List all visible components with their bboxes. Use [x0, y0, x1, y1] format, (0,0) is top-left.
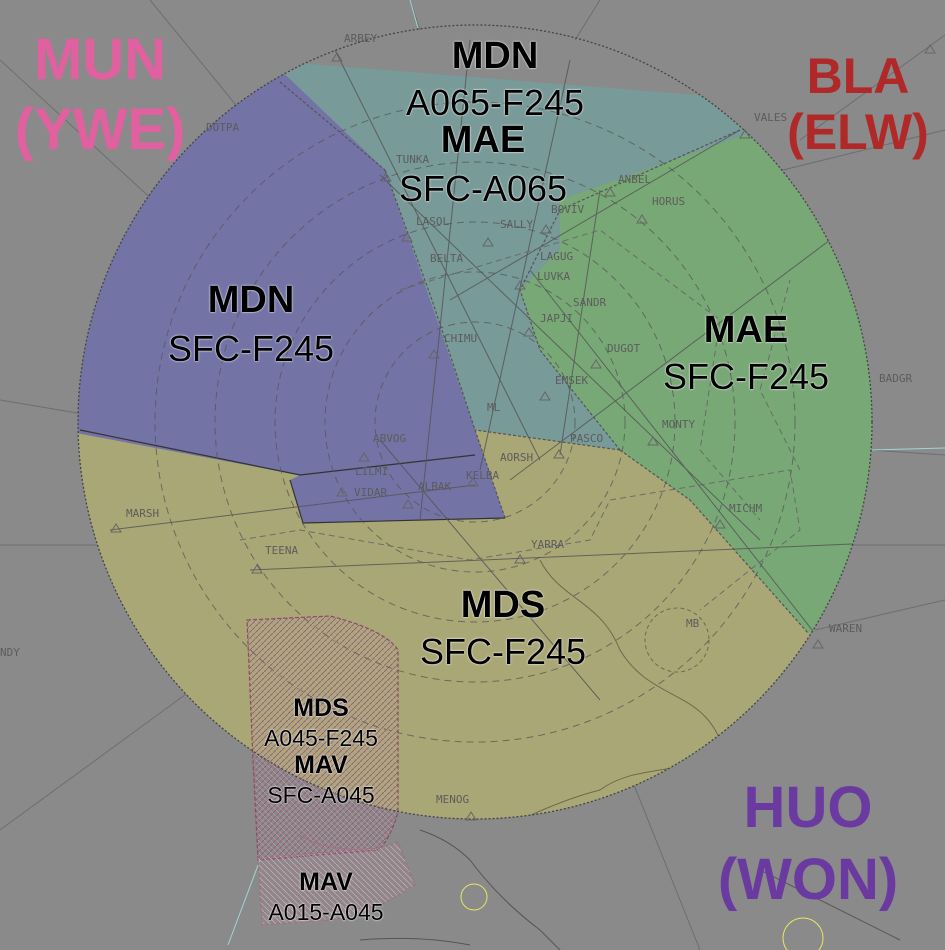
wp-anbel: ANBEL	[618, 173, 651, 186]
wp-mb: MB	[686, 617, 700, 630]
wp-michm: MICHM	[729, 502, 762, 515]
wp-arbey: ARBEY	[344, 32, 377, 45]
wp-sally: SALLY	[500, 218, 533, 231]
wp-vidar: VIDAR	[354, 486, 387, 499]
wp-boviv: BOVIV	[551, 203, 584, 216]
sector-mds-mav-hatched	[246, 615, 399, 861]
wp-pasco: PASCO	[570, 432, 603, 445]
sector-mae-east-fill	[520, 80, 872, 650]
wp-waren: WAREN	[829, 622, 862, 635]
wp-lilmi: LILMI	[355, 465, 388, 478]
terminal-area-boundary	[77, 24, 873, 820]
wp-aorsh: AORSH	[500, 451, 533, 464]
wp-kelba: KELBA	[466, 469, 499, 482]
sector-mdn-west-fill	[78, 60, 505, 523]
wp-monty: MONTY	[662, 418, 695, 431]
waypoint-labels: ARBEY DOTPA VALES TUNKA ANBEL HORUS LASO…	[0, 32, 912, 806]
wp-horus: HORUS	[652, 195, 685, 208]
wp-marsh: MARSH	[126, 507, 159, 520]
wp-sandr: SANDR	[573, 296, 606, 309]
wp-ndy: NDY	[0, 646, 20, 659]
wp-menog: MENOG	[436, 793, 469, 806]
wp-yarra: YARRA	[531, 538, 564, 551]
wp-dugot: DUGOT	[607, 342, 640, 355]
wp-abvog: ABVOG	[373, 432, 406, 445]
wp-albak: ALBAK	[418, 480, 451, 493]
sector-mav-south-hatched	[257, 841, 416, 926]
wp-japji: JAPJI	[540, 312, 573, 325]
wp-vales: VALES	[754, 111, 787, 124]
wp-lagug: LAGUG	[540, 250, 573, 263]
wp-belta: BELTA	[430, 252, 463, 265]
wp-luvka: LUVKA	[537, 270, 570, 283]
waypoint-markers	[110, 44, 936, 821]
wp-teena: TEENA	[265, 544, 298, 557]
wp-ml: ML	[487, 401, 501, 414]
wp-lasol: LASOL	[416, 215, 449, 228]
wp-emsek: EMSEK	[555, 374, 588, 387]
wp-dotpa: DOTPA	[206, 121, 239, 134]
wp-tunka: TUNKA	[396, 153, 429, 166]
wp-badgr: BADGR	[879, 372, 912, 385]
wp-chimu: CHIMU	[444, 332, 477, 345]
